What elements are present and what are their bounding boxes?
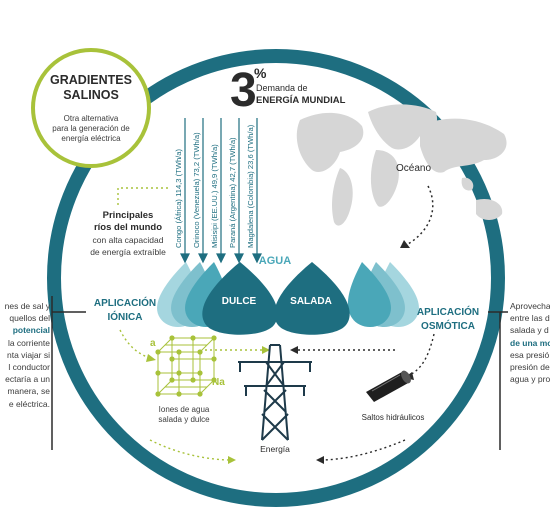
bottom-left-arrow-head — [228, 456, 236, 464]
osmotica-line-1: APLICACIÓN — [417, 305, 479, 318]
river-label: Orinoco (Venezuela) 73,2 (TWh/a) — [192, 132, 201, 248]
gradientes-line-1: Otra alternativa — [64, 114, 119, 123]
demand-number: 3 — [230, 64, 257, 117]
ion-label-a: a — [150, 338, 156, 349]
ion-node — [197, 391, 203, 397]
ion-node — [169, 335, 175, 341]
water-drops — [157, 262, 419, 335]
ion-node — [197, 349, 203, 355]
rivers-caption-connector — [117, 187, 170, 205]
ion-node — [176, 391, 182, 397]
ion-node — [155, 349, 161, 355]
left-text-line: quellos del — [9, 313, 50, 324]
saltos-label: Saltos hidráulicos — [362, 413, 425, 422]
rivers-caption-1: Principales — [103, 210, 154, 221]
saltos-to-tower-head — [290, 346, 298, 354]
left-text-line: potencial — [12, 325, 50, 336]
left-text-line: e eléctrica. — [8, 398, 50, 409]
left-text-line: manera, se — [7, 386, 50, 397]
osmotica-arrow — [407, 333, 435, 377]
gradientes-line-3: energía eléctrica — [61, 134, 121, 143]
right-text-line: de una mo — [510, 337, 550, 348]
ocean-label: Océano — [396, 163, 431, 174]
ion-node — [176, 370, 182, 376]
gradientes-circle — [31, 48, 151, 168]
drops-salada — [274, 262, 419, 335]
ion-nodes — [155, 335, 217, 397]
osmotica-line-2: OSMÓTICA — [421, 319, 475, 332]
dulce-label: DULCE — [222, 296, 257, 307]
gradientes-line-2: para la generación de — [52, 124, 130, 133]
hydraulic-pipe-icon — [366, 370, 411, 402]
ion-caption-1: Iones de agua — [159, 405, 210, 414]
right-text-line: salada y d — [510, 325, 549, 336]
right-text-line: presión de — [510, 361, 550, 372]
ion-node — [190, 377, 196, 383]
ion-node — [197, 370, 203, 376]
right-text-line: esa presió — [510, 349, 550, 360]
agua-label: AGUA — [259, 255, 291, 267]
rivers-caption-4: de energía extraíble — [90, 247, 166, 257]
crystal-to-tower-head — [262, 346, 270, 354]
river-label: Paraná (Argentina) 42,7 (TWh/a) — [228, 137, 237, 248]
rivers-caption-3: con alta capacidad — [93, 235, 164, 245]
gradientes-title-1: GRADIENTES — [50, 73, 132, 87]
ion-node — [190, 335, 196, 341]
ion-node — [155, 370, 161, 376]
left-text-line: nta viajar si — [7, 349, 50, 360]
ion-node — [211, 356, 217, 362]
ionica-arrow-head — [146, 354, 156, 362]
demand-line-2: ENERGÍA MUNDIAL — [256, 95, 346, 106]
drops-dulce — [157, 262, 278, 335]
river-label: Congo (África) 114,3 (TWh/a) — [174, 148, 183, 248]
ion-node — [176, 349, 182, 355]
ion-node — [169, 377, 175, 383]
bottom-left-arrow — [149, 439, 233, 461]
right-text-line: agua y pro — [510, 374, 550, 385]
ionica-line-1: APLICACIÓN — [94, 296, 156, 309]
ocean-arrow-head — [400, 240, 410, 248]
river-label: Magdalena (Colombia) 23,6 (TWh/a) — [246, 124, 255, 248]
left-text-line: nes de sal y — [4, 301, 50, 311]
ionica-line-2: IÓNICA — [108, 310, 143, 323]
left-text-line: l conductor — [8, 361, 50, 372]
salada-label: SALADA — [290, 296, 332, 307]
ion-node — [211, 335, 217, 341]
bottom-right-arrow — [319, 439, 406, 461]
river-arrows — [180, 118, 262, 264]
demand-percent: % — [254, 65, 267, 81]
ion-node — [169, 356, 175, 362]
ocean-arrow-path — [407, 185, 434, 245]
world-map — [296, 104, 507, 226]
left-text-line: la corriente — [7, 337, 50, 348]
energia-label: Energía — [260, 444, 290, 454]
river-label: Misisipi (EE.UU.) 49,9 (TWh/a) — [210, 144, 219, 248]
ion-node — [155, 391, 161, 397]
river-labels: Congo (África) 114,3 (TWh/a) Orinoco (Ven… — [174, 124, 255, 248]
ion-caption-2: salada y dulce — [158, 415, 210, 424]
gradientes-title-2: SALINOS — [63, 88, 119, 102]
left-text-line: ectaría a un — [5, 374, 50, 385]
demand-line-1: Demanda de — [256, 83, 308, 93]
bottom-right-arrow-head — [316, 456, 324, 464]
right-text-line: Aprovecha — [510, 301, 550, 311]
rivers-caption-2: ríos del mundo — [94, 222, 162, 233]
ion-label-na: Na — [212, 377, 225, 388]
right-text-line: entre las d — [510, 313, 550, 324]
ion-node — [211, 377, 217, 383]
transmission-tower-icon — [238, 344, 312, 441]
